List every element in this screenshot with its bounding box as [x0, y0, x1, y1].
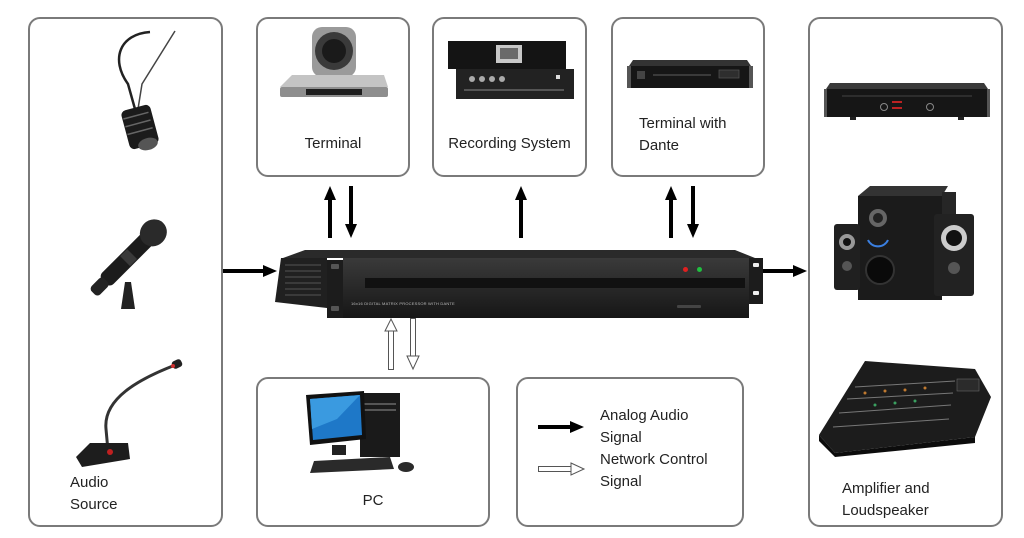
legend-analog-label: Analog Audio Signal [600, 407, 689, 446]
hanging-microphone-icon [117, 30, 176, 151]
gooseneck-microphone-icon [76, 359, 183, 467]
power-led [683, 267, 688, 272]
arrow-processor-to-pc [406, 318, 420, 371]
amplifier-loudspeaker-box: Amplifier and Loudspeaker [808, 17, 1003, 527]
arrow-processor-to-recording [515, 186, 527, 238]
arrow-processor-to-terminal [324, 186, 336, 238]
terminal-label: Terminal [304, 135, 362, 152]
arrow-audio-to-processor [223, 265, 277, 277]
video-conference-camera-icon [280, 27, 388, 97]
audio-source-box: Audio Source [28, 17, 223, 527]
arrow-pc-to-processor [384, 317, 398, 370]
processor-model-text: 16x16 DIGITAL MATRIX PROCESSOR WITH DANT… [351, 301, 455, 306]
amplifier-loudspeaker-label: Amplifier and Loudspeaker [842, 480, 930, 519]
terminal-box: Terminal [256, 17, 410, 177]
pc-box: PC [256, 377, 490, 527]
arrow-terminal-to-processor [345, 186, 357, 238]
handheld-microphone-icon [90, 219, 167, 309]
power-amplifier-icon [824, 83, 990, 120]
legend-box: Analog Audio Signal Network Control Sign… [516, 377, 744, 527]
legend-analog-arrow-icon [538, 421, 584, 433]
terminal-with-dante-box: Terminal with Dante [611, 17, 765, 177]
legend-network-arrow-icon [538, 462, 586, 476]
terminal-with-dante-label: Terminal with Dante [639, 115, 727, 154]
arrow-processor-to-dante [665, 186, 677, 238]
mixing-console-icon [819, 361, 991, 457]
audio-source-label: Audio Source [70, 474, 118, 513]
desktop-computer-icon [306, 391, 414, 473]
legend-network-label: Network Control Signal [600, 451, 708, 490]
recorder-icon [448, 41, 574, 99]
dante-rack-unit-icon [627, 60, 753, 88]
speaker-set-icon [834, 186, 974, 300]
arrow-dante-to-processor [687, 186, 699, 238]
recording-system-box: Recording System [432, 17, 587, 177]
matrix-processor: 16x16 DIGITAL MATRIX PROCESSOR WITH DANT… [265, 238, 770, 324]
recording-system-label: Recording System [448, 135, 571, 152]
arrow-processor-to-amplifier [763, 265, 807, 277]
dante-led [697, 267, 702, 272]
matrix-processor-icon [275, 250, 763, 324]
pc-label: PC [362, 492, 384, 509]
